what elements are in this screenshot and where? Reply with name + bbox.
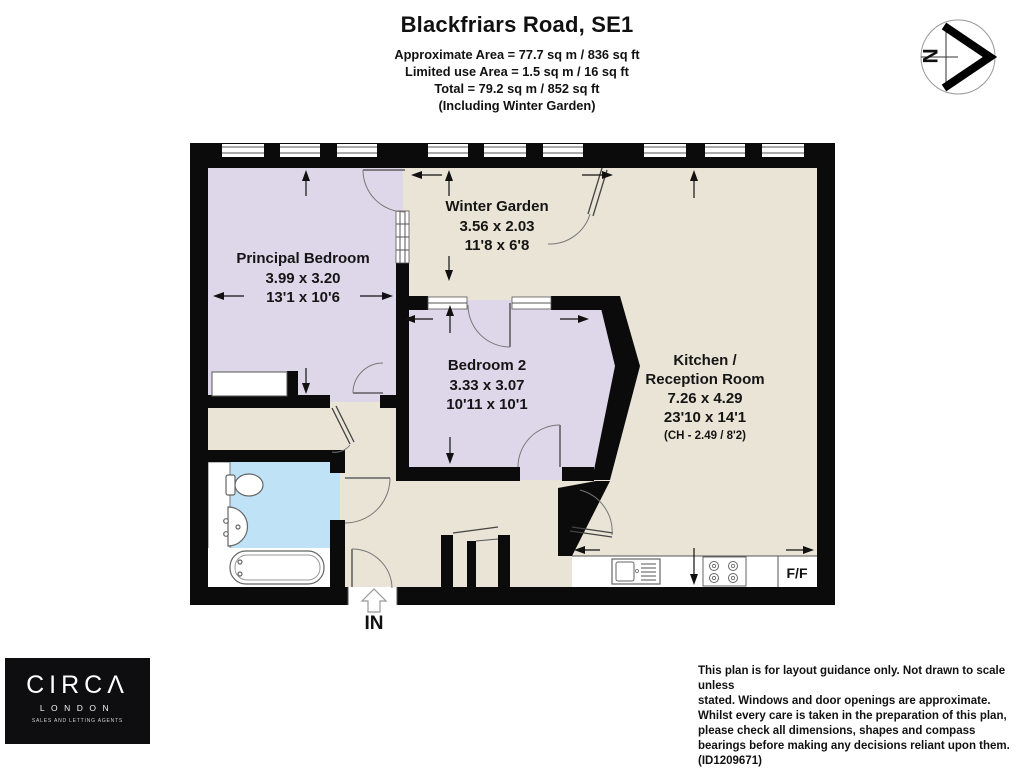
window bbox=[484, 144, 526, 157]
window bbox=[705, 144, 745, 157]
bedroom-2-imperial: 10'11 x 10'1 bbox=[446, 396, 527, 413]
winter-garden-imperial: 11'8 x 6'8 bbox=[465, 237, 530, 254]
closet-wall-mid bbox=[467, 541, 476, 587]
bedroom-2-name: Bedroom 2 bbox=[448, 357, 526, 374]
left-wall bbox=[190, 150, 208, 605]
kitchen-door bbox=[569, 489, 614, 538]
principal-bedroom-metric: 3.99 x 3.20 bbox=[265, 270, 340, 287]
window bbox=[644, 144, 686, 157]
kitchen-imperial: 23'10 x 14'1 bbox=[664, 409, 746, 426]
bathroom-east-wall-upper bbox=[330, 450, 345, 473]
wardrobe-icon bbox=[211, 371, 288, 397]
toilet-icon bbox=[225, 473, 264, 497]
door-jamb-wall bbox=[380, 395, 409, 408]
entrance-opening bbox=[347, 587, 398, 613]
winter-garden-dims bbox=[411, 170, 613, 281]
principal-bedroom-fill bbox=[202, 160, 403, 402]
winter-garden-metric: 3.56 x 2.03 bbox=[459, 218, 534, 235]
area-line: Limited use Area = 1.5 sq m / 16 sq ft bbox=[405, 64, 629, 79]
kitchen-sink-icon bbox=[611, 558, 661, 585]
dimension-arrows bbox=[213, 170, 814, 585]
compass-icon: N bbox=[918, 19, 998, 95]
closet-wall-left bbox=[441, 535, 453, 587]
disclaimer-text: This plan is for layout guidance only. N… bbox=[698, 664, 1024, 768]
interior-window bbox=[427, 296, 468, 310]
window bbox=[337, 144, 377, 157]
principal-bedroom-name: Principal Bedroom bbox=[236, 250, 369, 267]
window bbox=[280, 144, 320, 157]
window bbox=[543, 144, 583, 157]
winter-garden-south-wall-w bbox=[396, 296, 428, 310]
principal-bedroom-upper-door bbox=[362, 169, 406, 213]
logo-city: LONDON bbox=[39, 703, 116, 713]
disclaimer-line: please check all dimensions, shapes and … bbox=[698, 725, 976, 737]
winter-garden-south-wall-e bbox=[551, 296, 612, 310]
room-fills bbox=[196, 156, 830, 600]
area-summary: Approximate Area = 77.7 sq m / 836 sq ft… bbox=[394, 46, 639, 114]
kitchen-west-diagonal-wall bbox=[592, 296, 640, 480]
room-labels: Principal Bedroom 3.99 x 3.20 13'1 x 10'… bbox=[236, 198, 808, 634]
windows bbox=[222, 144, 804, 310]
bedroom-2-lower-door bbox=[517, 424, 561, 468]
bedroom-2-metric: 3.33 x 3.07 bbox=[449, 377, 524, 394]
doors bbox=[331, 167, 614, 589]
area-line: Approximate Area = 77.7 sq m / 836 sq ft bbox=[394, 47, 640, 62]
area-line: (Including Winter Garden) bbox=[438, 98, 596, 113]
hall-corridor-door bbox=[331, 405, 355, 453]
kitchen-dims bbox=[574, 170, 814, 585]
hall-kitchen-wall bbox=[558, 481, 610, 556]
right-wall bbox=[817, 150, 835, 605]
logo-brand: CIRCΛ bbox=[26, 671, 129, 699]
bedroom-2-fill bbox=[409, 300, 640, 480]
area-line: Total = 79.2 sq m / 852 sq ft bbox=[434, 81, 600, 96]
closet-wall-right bbox=[498, 535, 510, 587]
bathroom-north-wall bbox=[190, 450, 345, 462]
disclaimer-line: bearings before making any decisions rel… bbox=[698, 740, 1010, 767]
disclaimer-line: Whilst every care is taken in the prepar… bbox=[698, 710, 1007, 722]
bedroom-2-upper-door bbox=[467, 303, 511, 348]
principal-bedroom-lower-door bbox=[352, 362, 384, 394]
principal-bedroom-dims bbox=[213, 170, 393, 394]
kitchen-metric: 7.26 x 4.29 bbox=[667, 390, 742, 407]
bottom-wall bbox=[190, 587, 835, 605]
kitchen-ceiling-height: (CH - 2.49 / 8'2) bbox=[664, 430, 746, 442]
sink-icon bbox=[223, 506, 249, 547]
compass-north-label: N bbox=[918, 48, 941, 63]
bathtub-icon bbox=[229, 550, 325, 585]
kitchen-name-line1: Kitchen / bbox=[673, 352, 737, 369]
principal-bedroom-south-wall bbox=[208, 395, 330, 408]
window bbox=[428, 144, 468, 157]
closet-stub-wall bbox=[287, 371, 298, 397]
bedroom-2-south-wall-e bbox=[562, 467, 594, 481]
winter-garden-name: Winter Garden bbox=[445, 198, 548, 215]
logo-tagline: SALES AND LETTING AGENTS bbox=[31, 718, 124, 724]
entrance-arrow-icon bbox=[360, 588, 388, 613]
hob-icon bbox=[702, 556, 747, 587]
bedroom-2-south-wall-w bbox=[402, 467, 520, 481]
entrance-door bbox=[351, 548, 393, 589]
entrance-label: IN bbox=[365, 613, 384, 634]
interior-window bbox=[511, 296, 552, 310]
disclaimer-line: stated. Windows and door openings are ap… bbox=[698, 695, 991, 707]
fixtures bbox=[211, 371, 747, 587]
bathroom-door bbox=[344, 477, 391, 524]
bedroom-divider-wall bbox=[396, 262, 409, 481]
closet-door bbox=[452, 526, 499, 542]
glazed-panel bbox=[395, 210, 410, 264]
fridge-freezer-label: F/F bbox=[787, 565, 808, 581]
bedroom-2-dims bbox=[404, 305, 589, 464]
window bbox=[222, 144, 264, 157]
principal-bedroom-imperial: 13'1 x 10'6 bbox=[266, 289, 340, 306]
kitchen-name-line2: Reception Room bbox=[645, 371, 764, 388]
window bbox=[762, 144, 804, 157]
bathroom-east-wall-lower bbox=[330, 520, 345, 587]
disclaimer-line: This plan is for layout guidance only. N… bbox=[698, 665, 1006, 692]
agency-logo: CIRCΛ LONDON SALES AND LETTING AGENTS bbox=[5, 658, 150, 744]
page-title: Blackfriars Road, SE1 bbox=[400, 12, 634, 37]
